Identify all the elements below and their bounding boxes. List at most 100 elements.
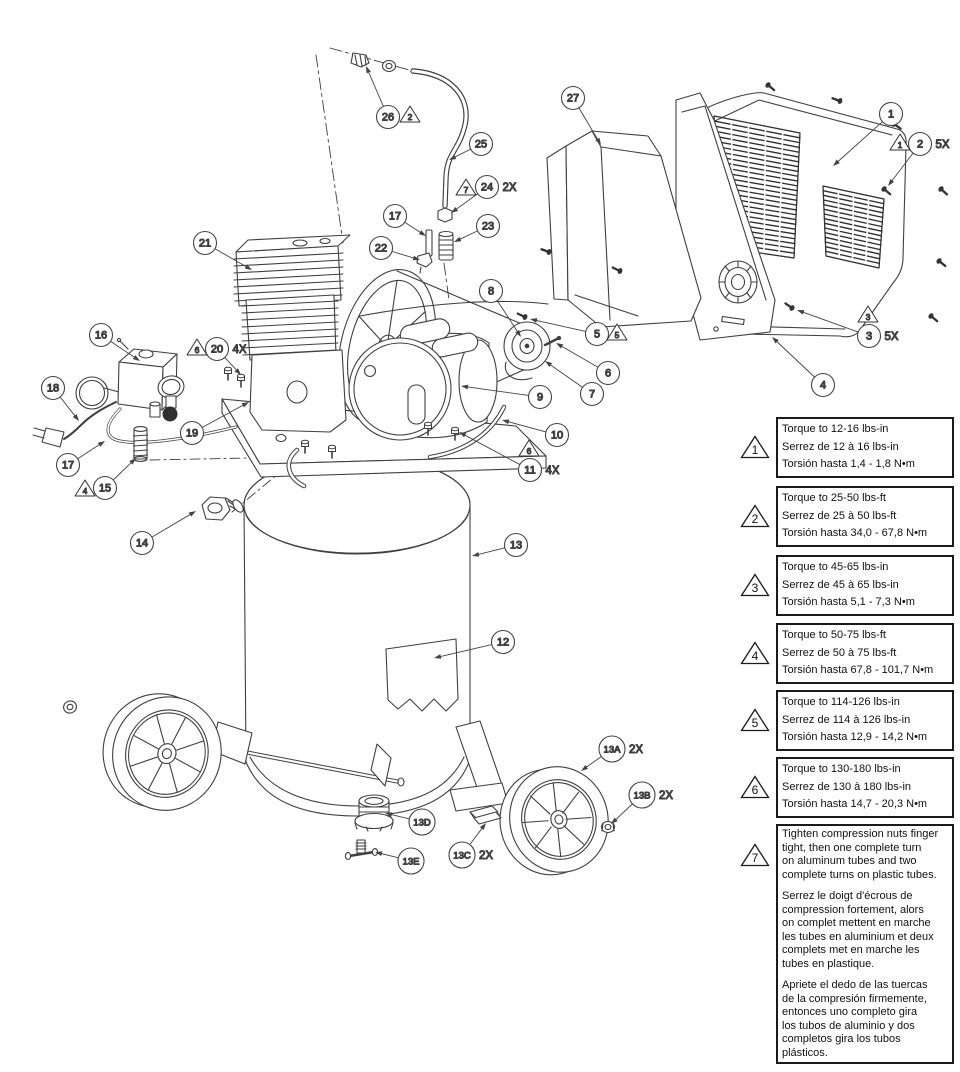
tube-nut bbox=[437, 207, 453, 223]
callout-number: 26 bbox=[382, 112, 394, 124]
grille-vents bbox=[822, 185, 885, 269]
capacitor bbox=[399, 318, 479, 358]
callout-number: 21 bbox=[199, 238, 211, 250]
callout-27: 27 bbox=[560, 85, 601, 145]
callout-number: 13E bbox=[403, 857, 420, 868]
svg-text:2: 2 bbox=[408, 112, 413, 122]
callout-13A: 13A 2X bbox=[581, 735, 644, 771]
callout-13E: 13E bbox=[375, 847, 425, 875]
svg-text:6: 6 bbox=[195, 345, 200, 355]
foot-pad bbox=[449, 782, 509, 812]
callout-number: 9 bbox=[537, 392, 543, 404]
quantity-label: 4X bbox=[233, 344, 247, 356]
callout-10: 10 bbox=[502, 419, 570, 448]
callout-22: 22 bbox=[368, 235, 420, 261]
callout-number: 13 bbox=[510, 540, 522, 552]
callout-number: 25 bbox=[475, 139, 487, 151]
screw bbox=[611, 266, 623, 274]
callout-number: 4 bbox=[820, 380, 826, 392]
svg-text:6: 6 bbox=[527, 446, 532, 456]
tank-label bbox=[385, 638, 459, 712]
svg-text:5: 5 bbox=[615, 330, 620, 340]
callout-number: 19 bbox=[186, 428, 198, 440]
callout-number: 10 bbox=[551, 430, 563, 442]
callout-number: 22 bbox=[375, 243, 387, 255]
tube-sleeve bbox=[425, 229, 433, 257]
bolt bbox=[224, 366, 232, 381]
quantity-label: 5X bbox=[885, 331, 899, 343]
callout-number: 8 bbox=[488, 286, 494, 298]
callout-13: 13 bbox=[472, 532, 529, 558]
callout-17: 17 bbox=[55, 441, 105, 478]
svg-text:1: 1 bbox=[898, 140, 903, 150]
callout-number: 23 bbox=[482, 221, 494, 233]
callout-number: 3 bbox=[866, 331, 872, 343]
callout-18: 18 bbox=[40, 375, 79, 421]
quantity-label: 5X bbox=[936, 139, 950, 151]
check-valve-fitting bbox=[438, 230, 454, 261]
front-leg bbox=[449, 720, 509, 812]
callout-number: 2 bbox=[917, 139, 923, 151]
screw bbox=[516, 312, 528, 320]
bolt bbox=[451, 426, 459, 441]
svg-text:7: 7 bbox=[464, 185, 469, 195]
callout-7: 7 bbox=[545, 361, 605, 407]
quantity-label: 4X bbox=[546, 465, 560, 477]
reducer-bushing bbox=[201, 496, 244, 521]
screw bbox=[881, 186, 892, 196]
axle-clip bbox=[469, 805, 502, 825]
screw bbox=[938, 186, 949, 196]
power-cord bbox=[63, 401, 117, 440]
callout-16: 16 bbox=[88, 322, 140, 361]
callout-number: 20 bbox=[211, 344, 223, 356]
svg-text:3: 3 bbox=[866, 312, 871, 322]
callout-12: 12 bbox=[434, 629, 516, 659]
callout-number: 5 bbox=[594, 329, 600, 341]
regulator bbox=[157, 375, 185, 399]
quantity-label: 2X bbox=[659, 790, 673, 802]
right-wheel bbox=[499, 766, 609, 876]
bolt bbox=[301, 439, 309, 454]
callout-number: 17 bbox=[62, 460, 74, 472]
callout-number: 15 bbox=[99, 483, 111, 495]
callout-1: 1 bbox=[833, 101, 904, 166]
quantity-label: 2X bbox=[479, 850, 493, 862]
elbow-fitting bbox=[416, 252, 433, 274]
washer bbox=[63, 700, 77, 714]
drain-bung bbox=[354, 794, 394, 832]
callout-number: 17 bbox=[389, 211, 401, 223]
callout-3: 3 3 5X bbox=[797, 305, 899, 349]
guard-rod bbox=[359, 300, 549, 317]
callout-number: 13A bbox=[604, 745, 622, 756]
callout-number: 1 bbox=[888, 109, 894, 121]
callout-21: 21 bbox=[192, 230, 252, 270]
callout-4: 4 bbox=[772, 337, 836, 398]
callout-number: 12 bbox=[497, 637, 509, 649]
svg-text:4: 4 bbox=[83, 486, 88, 496]
callout-8: 8 bbox=[478, 278, 521, 337]
callout-number: 14 bbox=[136, 538, 148, 550]
callout-number: 16 bbox=[95, 330, 107, 342]
callout-19: 19 bbox=[179, 402, 249, 446]
callout-26: 26 2 bbox=[366, 66, 421, 130]
callout-14: 14 bbox=[129, 511, 196, 556]
callout-13D: 13D bbox=[385, 808, 436, 836]
screw bbox=[936, 258, 947, 268]
drain-valve bbox=[344, 839, 379, 860]
phantom-lines bbox=[315, 47, 450, 301]
drive-pin bbox=[543, 335, 562, 347]
left-wheel bbox=[102, 693, 222, 811]
outlet-tube-assembly bbox=[350, 52, 469, 274]
compression-nut bbox=[381, 59, 397, 73]
screw bbox=[540, 248, 552, 255]
screw bbox=[928, 313, 939, 323]
callout-20: 20 6 4X bbox=[186, 336, 247, 375]
regulator-knob bbox=[162, 406, 178, 422]
callout-number: 7 bbox=[589, 389, 595, 401]
quantity-label: 2X bbox=[629, 744, 643, 756]
bolt bbox=[424, 421, 432, 436]
